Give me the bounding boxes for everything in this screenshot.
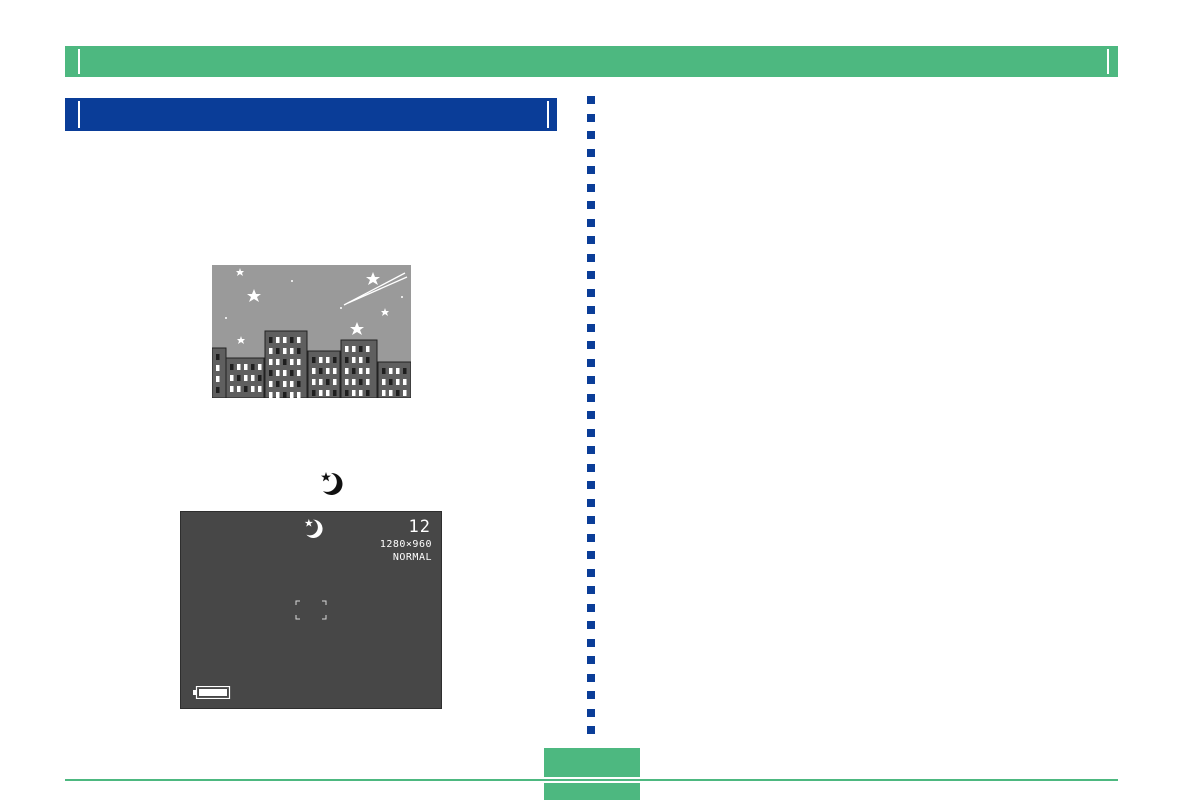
separator-dot (587, 726, 595, 734)
separator-dot (587, 673, 595, 682)
chapter-header-bar (65, 46, 1118, 77)
separator-dot (587, 96, 595, 104)
separator-dot (587, 708, 595, 717)
column-separator-dots (587, 96, 595, 744)
separator-dot (587, 568, 595, 577)
separator-dot (587, 533, 595, 542)
separator-dot (587, 428, 595, 437)
header-bar-divider (1107, 49, 1109, 74)
separator-dot (587, 481, 595, 489)
battery-full-icon (193, 686, 231, 699)
footer-line (65, 779, 1118, 781)
separator-dot (587, 621, 595, 629)
header-bar-divider (78, 49, 80, 74)
separator-dot (587, 236, 595, 244)
separator-dot (587, 691, 595, 699)
separator-dot (587, 358, 595, 367)
shooting-star-icon (343, 272, 408, 306)
shots-remaining: 12 (408, 517, 431, 537)
separator-dot (587, 288, 595, 297)
night-scene-icon (304, 518, 323, 538)
separator-dot (587, 603, 595, 612)
separator-dot (587, 113, 595, 122)
separator-dot (587, 131, 595, 139)
image-quality: NORMAL (392, 552, 432, 563)
separator-dot (587, 201, 595, 209)
section-bar-divider (547, 101, 549, 128)
separator-dot (587, 393, 595, 402)
separator-dot (587, 446, 595, 454)
separator-dot (587, 218, 595, 227)
section-bar-divider (78, 101, 80, 128)
separator-dot (587, 253, 595, 262)
separator-dot (587, 271, 595, 279)
separator-dot (587, 166, 595, 174)
page-number-tab (544, 748, 640, 777)
separator-dot (587, 638, 595, 647)
separator-dot (587, 551, 595, 559)
separator-dot (587, 411, 595, 419)
page-number-tab-lower (544, 783, 640, 800)
focus-frame (295, 600, 327, 620)
separator-dot (587, 463, 595, 472)
lcd-monitor-display: 12 1280×960 NORMAL (180, 511, 442, 709)
separator-dot (587, 148, 595, 157)
night-scene-icon (321, 472, 343, 495)
separator-dot (587, 183, 595, 192)
separator-dot (587, 341, 595, 349)
separator-dot (587, 323, 595, 332)
separator-dot (587, 306, 595, 314)
star-icons (225, 268, 403, 344)
separator-dot (587, 376, 595, 384)
separator-dot (587, 498, 595, 507)
night-city-skyline-image (212, 265, 411, 398)
separator-dot (587, 516, 595, 524)
separator-dot (587, 656, 595, 664)
section-title-bar (65, 98, 557, 131)
buildings (212, 330, 411, 398)
image-size: 1280×960 (379, 539, 432, 550)
separator-dot (587, 586, 595, 594)
